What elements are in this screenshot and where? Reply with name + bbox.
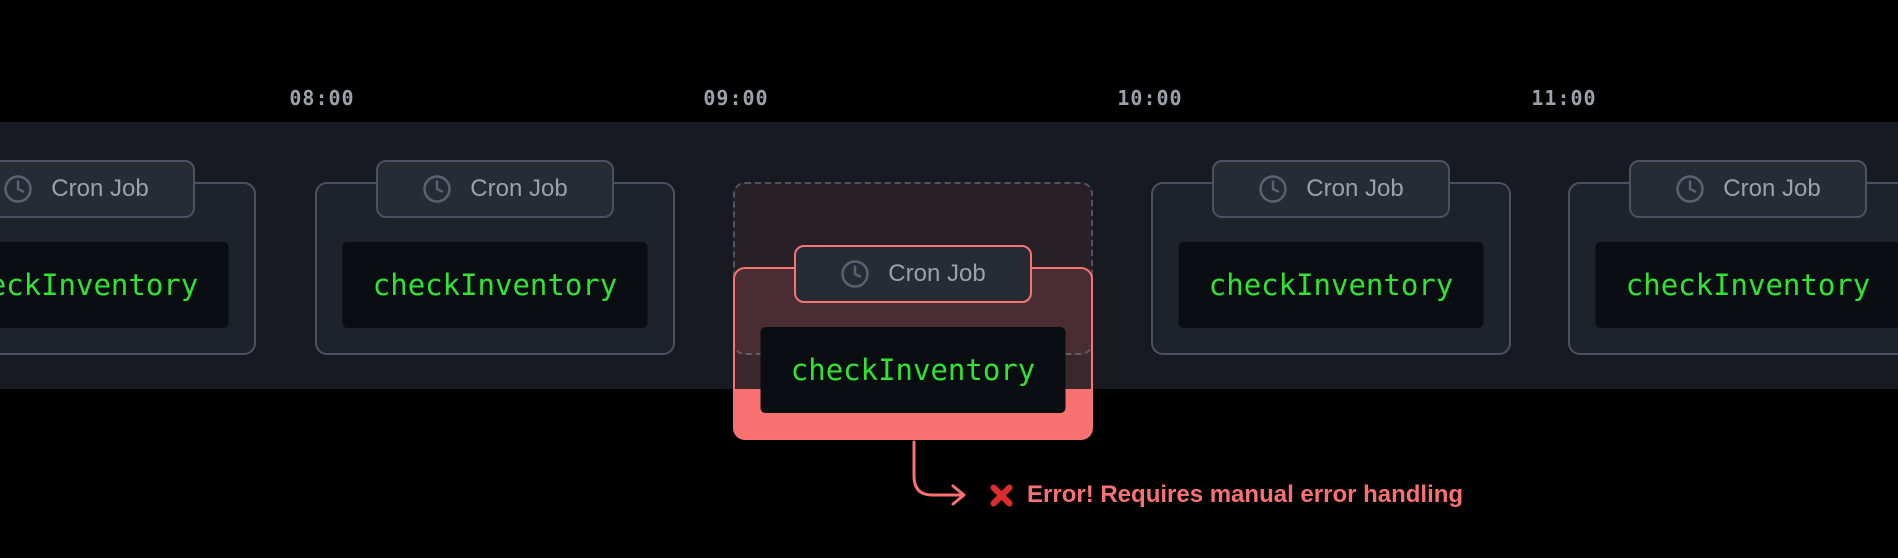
function-name: checkInventory (0, 268, 199, 302)
function-name: checkInventory (790, 353, 1036, 387)
error-message-text: Error! Requires manual error handling (1027, 481, 1464, 508)
cron-job-badge: Cron Job (1629, 160, 1867, 218)
cross-mark-icon (990, 484, 1013, 506)
time-label-1000: 10:00 (1117, 86, 1183, 110)
clock-icon (841, 260, 870, 288)
cron-job-card-2: Cron Job checkInventory (315, 160, 675, 355)
cron-job-card-1: Cron Job checkInventory (0, 160, 256, 355)
cron-job-badge: Cron Job (0, 160, 195, 218)
time-label-0900: 09:00 (703, 86, 769, 110)
error-message: Error! Requires manual error handling (988, 481, 1463, 509)
cron-job-card-3-error: Cron Job checkInventory (733, 245, 1093, 440)
clock-icon (1676, 175, 1705, 203)
function-name: checkInventory (1208, 268, 1454, 302)
cron-job-badge-label: Cron Job (51, 175, 149, 202)
time-label-1100: 11:00 (1531, 86, 1597, 110)
code-block: checkInventory (0, 242, 229, 328)
cron-job-badge: Cron Job (794, 245, 1032, 303)
error-connector-arrow (912, 440, 966, 506)
function-name: checkInventory (372, 268, 618, 302)
clock-icon (423, 175, 452, 203)
code-block: checkInventory (760, 327, 1066, 413)
clock-icon (1259, 175, 1288, 203)
cron-job-card-5: Cron Job checkInventory (1568, 160, 1898, 355)
time-label-0800: 08:00 (289, 86, 355, 110)
cron-job-card-4: Cron Job checkInventory (1151, 160, 1511, 355)
cron-job-badge-label: Cron Job (1723, 175, 1821, 202)
code-block: checkInventory (1595, 242, 1898, 328)
cron-job-badge: Cron Job (1212, 160, 1450, 218)
cron-job-badge-label: Cron Job (1306, 175, 1404, 202)
clock-icon (4, 175, 33, 203)
function-name: checkInventory (1625, 268, 1871, 302)
code-block: checkInventory (1178, 242, 1484, 328)
cron-job-badge: Cron Job (376, 160, 614, 218)
cron-job-badge-label: Cron Job (470, 175, 568, 202)
cron-job-badge-label: Cron Job (888, 260, 986, 287)
code-block: checkInventory (342, 242, 648, 328)
